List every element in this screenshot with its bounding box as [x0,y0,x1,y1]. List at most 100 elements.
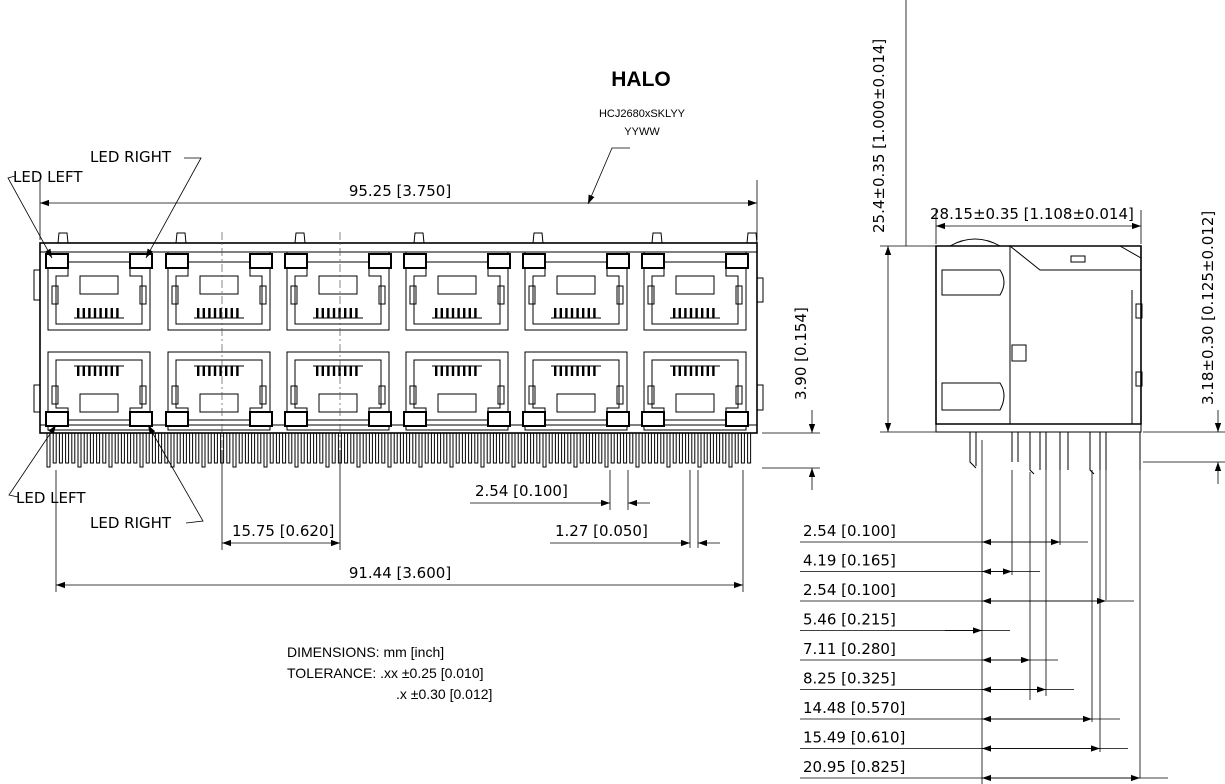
pin [542,432,547,468]
rj45-port [165,251,273,331]
pin [474,432,479,464]
led-window [641,253,665,269]
pin [201,432,206,468]
contact [463,308,466,318]
pin [71,432,76,464]
led-window [725,411,749,427]
pin [176,432,181,464]
contact [105,366,108,376]
side-housing [935,245,1142,425]
contact [88,308,91,318]
pin [722,432,727,464]
latch-bump [294,232,306,244]
latch-window [437,393,477,413]
contact [344,366,347,376]
pin [406,432,411,464]
pin [288,432,293,464]
contact [554,308,557,318]
overall-width-dim: 95.25 [3.750] [349,182,451,200]
pin [244,432,249,464]
pin [108,432,113,468]
contact [99,308,102,318]
port-cavity [175,261,263,325]
led-window [368,253,392,269]
led-left-bottom-label: LED LEFT [16,489,86,507]
contact [565,366,568,376]
contact [230,366,233,376]
pin [579,432,584,464]
contact [587,308,590,318]
standoff-dim: 3.90 [0.154] [792,307,810,400]
pin [145,432,150,464]
tolerance-note-xx: TOLERANCE: .xx ±0.25 [0.010] [287,665,484,681]
contact [451,308,455,318]
pin [362,432,367,464]
pin-pitch-b-dim: 1.27 [0.050] [555,522,648,540]
pin [641,432,646,464]
contact [344,308,347,318]
latch-bump [57,232,69,244]
latch-bump [746,232,758,244]
port-cavity [651,261,739,325]
pin [461,432,466,464]
pin [703,432,708,464]
pin [567,432,572,464]
pin [58,432,63,464]
contact [332,366,336,376]
pin [517,432,522,464]
rj45-port [284,251,392,331]
pin [356,432,361,468]
contact [673,366,676,376]
port-opening [167,251,271,331]
rj45-port [284,351,392,431]
pin [635,432,640,468]
contact [355,366,358,376]
pin-offset-dim: 20.95 [0.825] [803,758,905,776]
pin [263,432,268,468]
pin [548,432,553,464]
led-window [487,253,511,269]
latch-window [79,393,119,413]
pin-pitch-a-dim: 2.54 [0.100] [475,482,568,500]
latch-bump [175,232,187,244]
led-right-top-label: LED RIGHT [90,148,172,166]
notes: DIMENSIONS: mm [inch] TOLERANCE: .xx ±0.… [287,644,492,702]
pin [213,432,218,464]
contact [559,308,562,318]
pin [573,432,578,468]
contact [93,308,97,318]
latch-window [675,275,715,295]
pin [300,432,305,464]
contact [202,366,205,376]
contact [440,366,443,376]
port-opening [405,351,509,431]
contact [701,366,704,376]
pin-offset-dims: 2.54 [0.100]4.19 [0.165]2.54 [0.100]5.46… [800,522,1168,782]
pin [182,432,187,464]
contact [457,308,460,318]
contact [678,308,681,318]
contact [327,366,330,376]
pin [65,432,70,464]
pin [52,432,57,464]
pin [412,432,417,464]
pin [350,432,355,464]
pin [697,432,702,468]
pin [604,432,609,468]
latch-window [199,393,239,413]
pin [207,432,212,464]
contact [77,366,80,376]
pin [499,432,504,464]
contact [202,308,205,318]
pin [344,432,349,464]
led-window [45,253,69,269]
pin [647,432,652,464]
latch-window [318,393,358,413]
contact [684,366,687,376]
latch-window [675,393,715,413]
pin [511,432,516,468]
pin-span-dim: 91.44 [3.600] [349,564,451,582]
contact [474,366,477,376]
pin [716,432,721,464]
